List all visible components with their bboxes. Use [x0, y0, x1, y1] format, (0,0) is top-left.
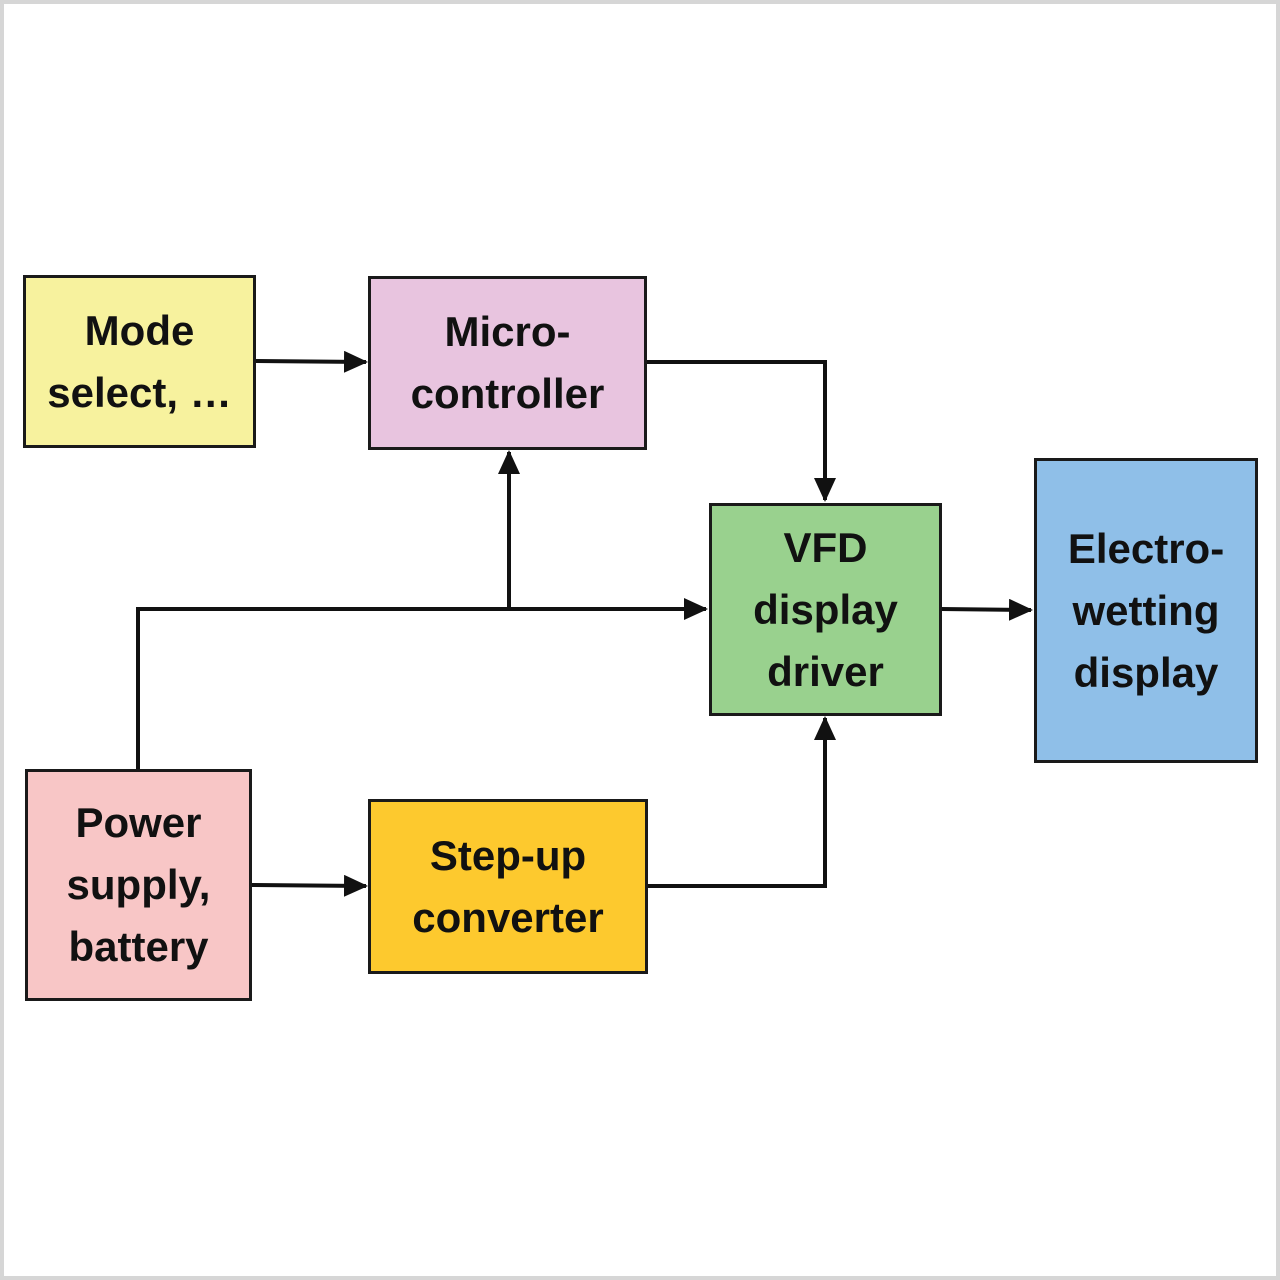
vfd-driver-line-1: VFD [783, 523, 868, 571]
arrow-mode-to-micro [255, 350, 368, 373]
arrow-stepup-to-vfd [647, 716, 836, 888]
vfd-driver-block: VFD display driver [709, 503, 942, 716]
step-up-line-1: Step-up [429, 831, 587, 879]
step-up-line-2: converter [412, 893, 604, 941]
power-supply-line-3: battery [68, 923, 209, 970]
arrow-power-to-stepup [251, 874, 368, 897]
vfd-driver-line-3: driver [767, 647, 884, 695]
mode-select-line-1: Mode [84, 306, 195, 354]
step-up-converter-block: Step-up converter [368, 799, 648, 974]
microcontroller-block: Micro- controller [368, 276, 647, 450]
power-supply-block: Power supply, battery [25, 769, 252, 1001]
power-supply-line-1: Power [75, 799, 202, 846]
ew-display-line-1: Electro- [1067, 524, 1225, 572]
arrow-vfd-to-ew [940, 598, 1033, 621]
microcontroller-line-2: controller [410, 370, 605, 417]
power-supply-line-2: supply, [66, 861, 211, 908]
vfd-driver-line-2: display [753, 585, 898, 633]
electrowetting-display-block: Electro- wetting display [1034, 458, 1258, 763]
arrow-micro-to-vfd [647, 360, 836, 502]
ew-display-line-2: wetting [1072, 586, 1220, 634]
mode-select-line-2: select, … [47, 368, 232, 416]
microcontroller-line-1: Micro- [444, 308, 571, 355]
ew-display-line-3: display [1073, 648, 1219, 696]
wire-power-bus [136, 598, 708, 770]
mode-select-block: Mode select, … [23, 275, 256, 448]
